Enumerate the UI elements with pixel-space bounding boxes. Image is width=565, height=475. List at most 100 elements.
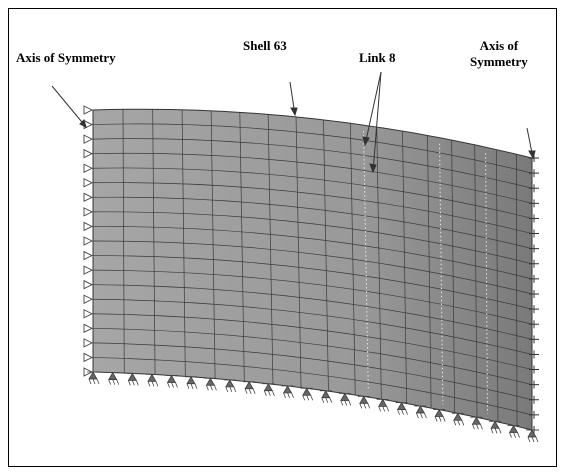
triangle-constraint-icon	[83, 148, 94, 159]
triangle-constraint-icon	[83, 338, 94, 348]
label-shell-63: Shell 63	[243, 38, 287, 53]
mesh-column-line	[427, 135, 432, 409]
arrow-head-axis-left	[79, 119, 87, 128]
mesh-column-line	[376, 127, 382, 400]
triangle-constraint-icon	[83, 236, 94, 246]
mesh-row-line	[92, 269, 533, 325]
mesh-column-line	[496, 149, 499, 422]
mesh-column-line	[267, 114, 274, 385]
mesh-column-line	[295, 116, 302, 388]
mesh-row-line	[92, 152, 533, 204]
mesh-row-line	[92, 182, 533, 234]
triangle-constraint-icon	[83, 265, 94, 275]
mesh-column-line	[181, 109, 186, 377]
cross-constraint-icon	[529, 365, 539, 374]
mesh-column-line	[474, 144, 478, 418]
cross-constraint-icon	[529, 274, 539, 283]
pinned-support-icon	[243, 381, 256, 394]
link-elements	[363, 131, 488, 414]
cross-constraint-icon	[529, 214, 539, 223]
pinned-support-icon	[87, 371, 100, 385]
triangle-constraint-icon	[83, 250, 94, 261]
cross-constraint-icon	[529, 229, 539, 238]
cross-constraint-icon	[529, 169, 539, 178]
cross-constraint-icon	[529, 380, 539, 389]
mesh-column-line	[350, 123, 356, 396]
mesh-row-line	[92, 226, 533, 280]
triangle-constraint-icon	[83, 221, 94, 232]
pinned-support-icon	[106, 371, 120, 385]
arrow-head-axis-right	[528, 150, 536, 160]
mesh-row-line	[92, 284, 533, 340]
triangle-constraint-icon	[83, 323, 94, 334]
mesh-row-line	[92, 327, 533, 386]
mesh-row-line	[92, 342, 533, 401]
cross-constraint-icon	[529, 410, 539, 419]
pinned-support-icon	[395, 401, 408, 415]
arrow-head-link-a	[362, 136, 370, 147]
left-edge-constraints	[83, 105, 94, 377]
cross-constraint-icon	[529, 335, 539, 344]
shell-mesh	[92, 109, 533, 427]
arrow-head-shell	[290, 107, 298, 117]
label-axis-right-line1: Axis of	[479, 38, 519, 53]
cross-constraint-icon	[529, 259, 539, 268]
triangle-constraint-icon	[83, 207, 94, 217]
cross-constraint-icon	[529, 305, 539, 314]
bottom-supports	[87, 371, 539, 443]
link-element-line	[485, 153, 488, 414]
pinned-support-icon	[281, 385, 294, 399]
pinned-support-icon	[126, 372, 139, 386]
pinned-support-icon	[433, 408, 446, 422]
triangle-constraint-icon	[83, 279, 94, 290]
mesh-row-line	[92, 313, 533, 370]
pinned-support-icon	[223, 379, 237, 393]
label-axis-of-symmetry-right: Axis of Symmetry	[470, 38, 528, 70]
mesh-column-line	[323, 119, 329, 392]
mesh-row-line	[92, 196, 533, 250]
mesh-column-line	[402, 131, 407, 404]
label-axis-right-line2: Symmetry	[470, 54, 528, 69]
cross-constraint-icon	[529, 350, 539, 359]
mesh-row-line	[92, 357, 533, 416]
triangle-constraint-icon	[83, 105, 94, 115]
mesh-column-line	[451, 140, 455, 413]
mesh-row-line	[92, 167, 533, 219]
cross-constraint-icon	[529, 184, 539, 193]
mesh-column-line	[122, 109, 125, 374]
pinned-support-icon	[204, 377, 217, 391]
mesh-column-line	[239, 112, 245, 382]
pinned-support-icon	[489, 420, 502, 434]
pinned-support-icon	[165, 374, 178, 388]
triangle-constraint-icon	[83, 163, 94, 173]
pinned-support-icon	[145, 373, 159, 387]
triangle-constraint-icon	[83, 367, 94, 377]
arrow-axis-left	[51, 85, 87, 128]
mesh-row-line	[92, 138, 533, 189]
label-axis-of-symmetry-left: Axis of Symmetry	[16, 50, 116, 65]
triangle-constraint-icon	[83, 309, 94, 319]
link-element-line	[363, 131, 369, 392]
pinned-support-icon	[184, 376, 198, 389]
mesh-row-line	[92, 240, 533, 295]
cross-constraint-icon	[529, 395, 539, 404]
triangle-constraint-icon	[83, 294, 94, 304]
cross-constraint-icon	[529, 244, 539, 253]
mesh-column-line	[152, 109, 156, 375]
pinned-support-icon	[414, 405, 427, 419]
triangle-constraint-icon	[83, 352, 94, 363]
cross-constraint-icon	[529, 290, 539, 298]
pinned-support-icon	[300, 387, 314, 401]
pinned-support-icon	[262, 383, 275, 396]
mesh-row-line	[92, 255, 533, 310]
mesh-column-line	[210, 110, 216, 379]
shell-surface	[92, 108, 533, 431]
annotation-arrows	[51, 71, 536, 174]
pinned-support-icon	[507, 424, 520, 438]
link-element-line	[439, 143, 444, 405]
mesh-row-line	[92, 298, 533, 355]
pinned-support-icon	[451, 412, 465, 426]
pinned-support-icon	[470, 416, 483, 430]
mesh-column-line	[515, 154, 518, 427]
